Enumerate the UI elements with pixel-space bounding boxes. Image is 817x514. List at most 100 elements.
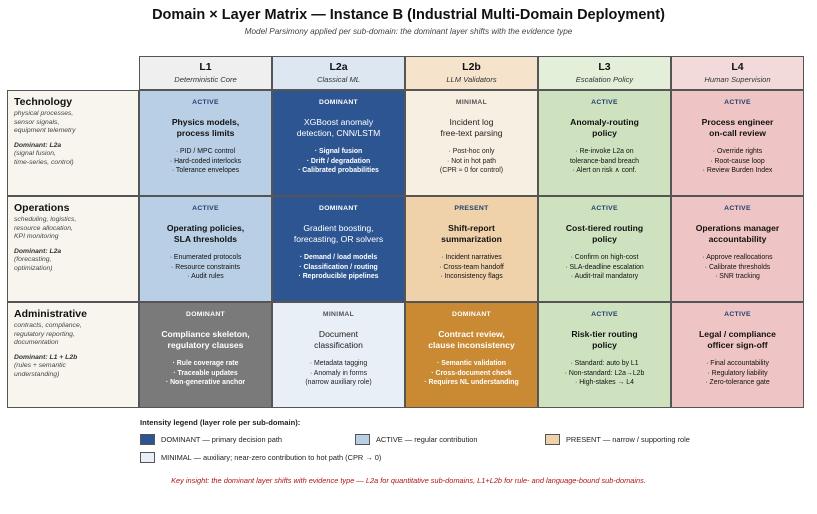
- cell-bullet: tolerance-band breach: [570, 157, 639, 165]
- cell-title-line: Document: [318, 329, 359, 339]
- cell-title-line: Compliance skeleton,: [161, 329, 250, 339]
- row-description-line: sensor signals,: [14, 118, 60, 126]
- cell-title-line: classification: [314, 340, 363, 350]
- intensity-tag: ACTIVE: [192, 205, 219, 212]
- intensity-tag: ACTIVE: [591, 205, 618, 212]
- cell-title-line: Operating policies,: [166, 223, 245, 233]
- cell-bullet: · Demand / load models: [299, 254, 378, 261]
- cell-bullet: · PID / MPC control: [175, 148, 236, 155]
- row-name: Technology: [14, 96, 73, 108]
- row-dominant-detail-line: (rules + semantic: [14, 362, 66, 370]
- cell-bullet: · Root-cause loop: [710, 157, 765, 165]
- column-header-label: L3: [598, 61, 611, 73]
- cell-title-line: free-text parsing: [440, 128, 503, 138]
- intensity-tag: ACTIVE: [192, 99, 219, 106]
- row-dominant-detail-line: (signal fusion,: [14, 150, 56, 158]
- cell-title-line: Risk-tier routing: [571, 329, 638, 339]
- cell-title-line: detection, CNN/LSTM: [296, 128, 381, 138]
- row-description-line: physical processes,: [14, 110, 74, 117]
- cell-title-line: Legal / compliance: [699, 329, 776, 339]
- cell-bullet: · Non-standard: L2a→L2b: [564, 369, 645, 377]
- cell-title: Operating policies,SLA thresholds: [144, 223, 267, 245]
- intensity-tag: ACTIVE: [724, 311, 751, 318]
- cell-bullet: · Anomaly in forms: [309, 369, 368, 377]
- cell-bullets: · Post-hoc only· Not in hot path(CPR ≈ 0…: [410, 147, 533, 176]
- cell-title: Gradient boosting,forecasting, OR solver…: [277, 223, 400, 245]
- cell-bullet: · Confirm on high-cost: [570, 254, 639, 261]
- cell-operations-l1: ACTIVE Operating policies,SLA thresholds ·…: [139, 196, 272, 302]
- cell-title-line: SLA thresholds: [173, 234, 238, 244]
- cell-title-line: Process engineer: [701, 117, 774, 127]
- cell-bullet: · Rule coverage rate: [172, 360, 239, 367]
- row-description: scheduling, logistics,resource allocatio…: [14, 216, 132, 242]
- cell-bullets: · Standard: auto by L1· Non-standard: L2…: [543, 359, 666, 388]
- row-label-technology: Technology physical processes,sensor sign…: [7, 90, 139, 196]
- cell-title-line: Incident log: [449, 117, 494, 127]
- cell-title-line: accountability: [708, 234, 767, 244]
- row-description-line: scheduling, logistics,: [14, 216, 77, 223]
- cell-title-line: clause inconsistency: [428, 340, 515, 350]
- column-header-subtitle: Deterministic Core: [174, 75, 237, 84]
- cell-title-line: Operations manager: [695, 223, 780, 233]
- cell-bullet: · Cross-team handoff: [439, 263, 504, 271]
- cell-bullet: · SNR tracking: [715, 273, 760, 281]
- diagram-subtitle: Model Parsimony applied per sub-domain: …: [244, 27, 573, 36]
- cell-bullets: · PID / MPC control · Hard-coded interloc…: [144, 147, 267, 176]
- row-description-line: KPI monitoring: [14, 233, 59, 241]
- cell-bullet: · Post-hoc only: [448, 148, 495, 155]
- intensity-tag: ACTIVE: [724, 205, 751, 212]
- row-name: Operations: [14, 202, 70, 214]
- cell-title-line: on-call review: [709, 128, 766, 138]
- cell-bullet: · Tolerance envelopes: [171, 167, 240, 175]
- cell-bullet: · Metadata tagging: [309, 360, 368, 367]
- diagram-title: Domain × Layer Matrix — Instance B (Indu…: [152, 7, 665, 23]
- column-header-label: L2a: [329, 61, 348, 73]
- cell-bullet: (CPR ≈ 0 for control): [439, 167, 504, 175]
- row-description-line: regulatory reporting,: [14, 330, 75, 338]
- legend-swatch: [140, 452, 155, 463]
- cell-bullets: · Enumerated protocols· Resource constra…: [144, 253, 267, 282]
- column-header-subtitle: Escalation Policy: [575, 75, 634, 84]
- cell-title-line: Anomaly-routing: [570, 117, 639, 127]
- cell-title-line: Shift-report: [448, 223, 495, 233]
- cell-bullet: · Re-invoke L2a on: [575, 148, 634, 155]
- cell-bullets: · Metadata tagging · Anomaly in forms (nar…: [277, 359, 400, 388]
- intensity-tag: PRESENT: [454, 205, 489, 212]
- cell-bullet: · Review Burden Index: [702, 167, 773, 175]
- intensity-tag: DOMINANT: [318, 205, 359, 212]
- row-dominant-detail-line: understanding): [14, 370, 60, 378]
- cell-title-line: Cost-tiered routing: [565, 223, 644, 233]
- cell-title-line: XGBoost anomaly: [303, 117, 374, 127]
- legend-label: DOMINANT — primary decision path: [161, 435, 283, 444]
- intensity-tag: ACTIVE: [724, 99, 751, 106]
- cell-title-line: regulatory clauses: [167, 340, 244, 350]
- cell-bullet: · Regulatory liability: [707, 369, 768, 377]
- cell-bullet: · Cross-document check: [431, 369, 512, 377]
- cell-bullet: · Reproducible pipelines: [298, 273, 379, 281]
- legend-label: MINIMAL — auxiliary; near-zero contribut…: [161, 453, 382, 462]
- cell-bullet: · Hard-coded interlocks: [169, 157, 242, 165]
- column-header-subtitle: Classical ML: [316, 75, 361, 84]
- column-header-label: L1: [199, 61, 212, 73]
- row-dominant-detail: (forecasting,optimization): [14, 256, 132, 273]
- cell-bullet: · Resource constraints: [171, 263, 240, 271]
- cell-bullet: (narrow auxiliary role): [305, 379, 372, 387]
